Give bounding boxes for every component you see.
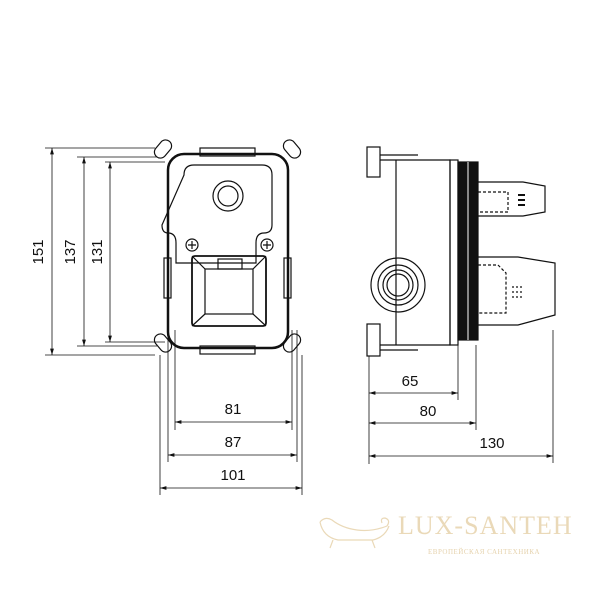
upper-spout	[478, 181, 546, 217]
dim-label-87: 87	[225, 434, 242, 451]
dim-label-81: 81	[225, 401, 242, 418]
dim-label-130: 130	[479, 435, 504, 452]
port-outer	[212, 180, 244, 212]
dim-label-151: 151	[30, 239, 47, 264]
top-flange	[366, 146, 381, 178]
dim-label-80: 80	[420, 403, 437, 420]
body-outline	[166, 152, 290, 350]
dim-label-101: 101	[220, 467, 245, 484]
inner-plate	[161, 164, 273, 264]
port-inner	[217, 185, 239, 207]
watermark-logo: LUX-SANTEH ЕВРОПЕЙСКАЯ САНТЕХНИКА	[319, 511, 573, 556]
front-view	[153, 139, 302, 355]
dimension-labels: 151 137 131 81 87 101 65 80 130	[30, 239, 505, 484]
side-view	[366, 146, 556, 357]
side-port	[370, 257, 426, 313]
dim-label-131: 131	[89, 239, 106, 264]
dimension-lines	[45, 147, 554, 495]
collar	[449, 159, 459, 346]
bottom-flange	[366, 323, 381, 357]
brand-name: LUX-SANTEH	[398, 511, 573, 540]
mounting-ears	[153, 139, 302, 353]
screw-icon	[185, 238, 199, 252]
top-tab	[199, 147, 256, 157]
cartridge-housing	[191, 255, 267, 327]
bottom-tab	[199, 345, 256, 355]
screw-icon	[260, 238, 274, 252]
dim-label-65: 65	[402, 373, 419, 390]
lower-spout	[478, 256, 556, 326]
body-outline	[380, 154, 451, 351]
dim-label-137: 137	[62, 239, 79, 264]
brand-tagline: ЕВРОПЕЙСКАЯ САНТЕХНИКА	[428, 548, 540, 556]
bathtub-icon	[319, 517, 390, 549]
